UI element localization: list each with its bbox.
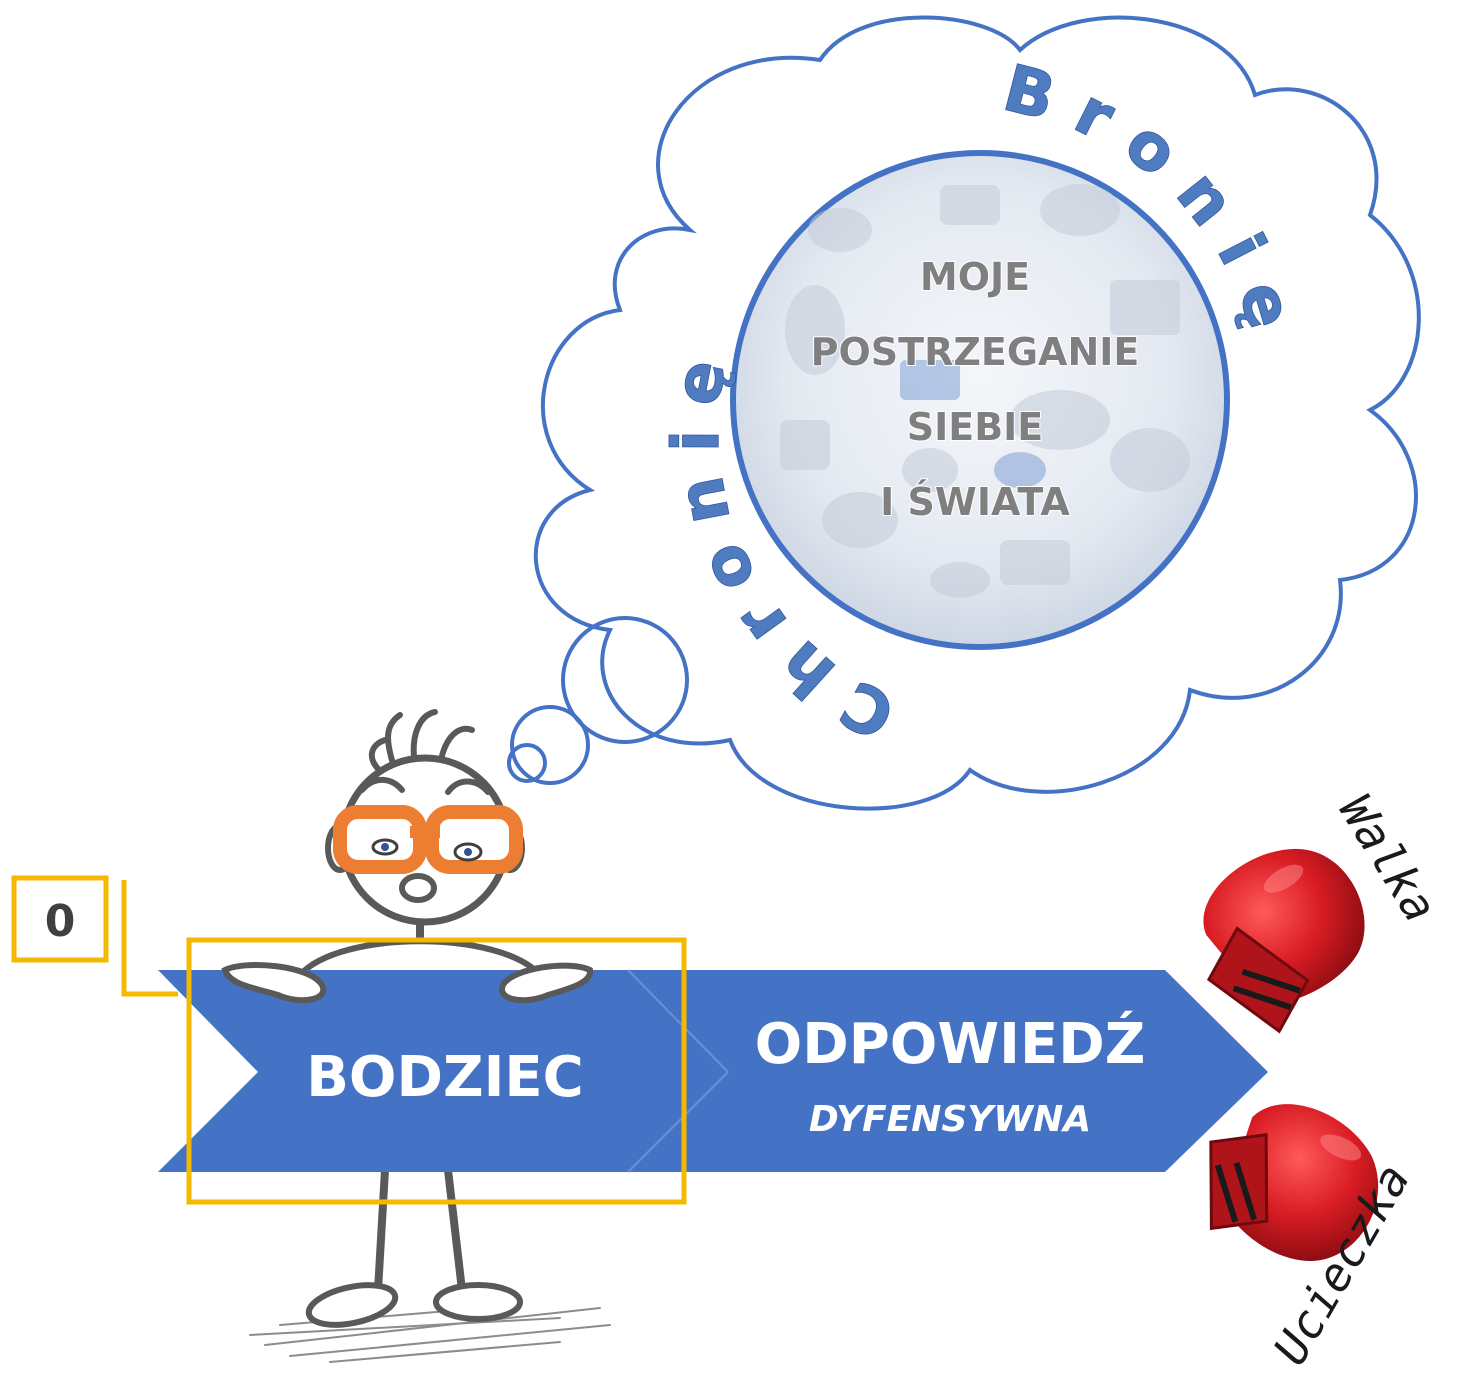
stimulus-arrow: BODZIEC — [158, 969, 729, 1173]
globe-line-1: MOJE — [920, 255, 1030, 299]
boxing-glove-icon — [1203, 848, 1379, 1261]
highlight-frame — [121, 880, 687, 1205]
stick-figure-icon — [249, 709, 611, 1363]
globe-line-3: SIEBIE — [907, 405, 1044, 449]
step-box: 0 — [11, 875, 109, 963]
response-sublabel: DYFENSYWNA — [809, 1099, 1091, 1140]
response-arrow: ODPOWIEDŹ DYFENSYWNA — [628, 970, 1268, 1172]
stick-figure-hands — [221, 962, 594, 1004]
thought-cloud — [507, 15, 1421, 811]
globe-line-2: POSTRZEGANIE — [811, 330, 1140, 374]
self-perception-globe: MOJE POSTRZEGANIE SIEBIE I ŚWIATA — [730, 150, 1230, 650]
step-number: 0 — [45, 896, 76, 947]
stimulus-label: BODZIEC — [306, 1045, 584, 1110]
globe-line-4: I ŚWIATA — [880, 480, 1070, 524]
glasses-icon — [333, 805, 523, 874]
response-label: ODPOWIEDŹ — [755, 1011, 1146, 1077]
